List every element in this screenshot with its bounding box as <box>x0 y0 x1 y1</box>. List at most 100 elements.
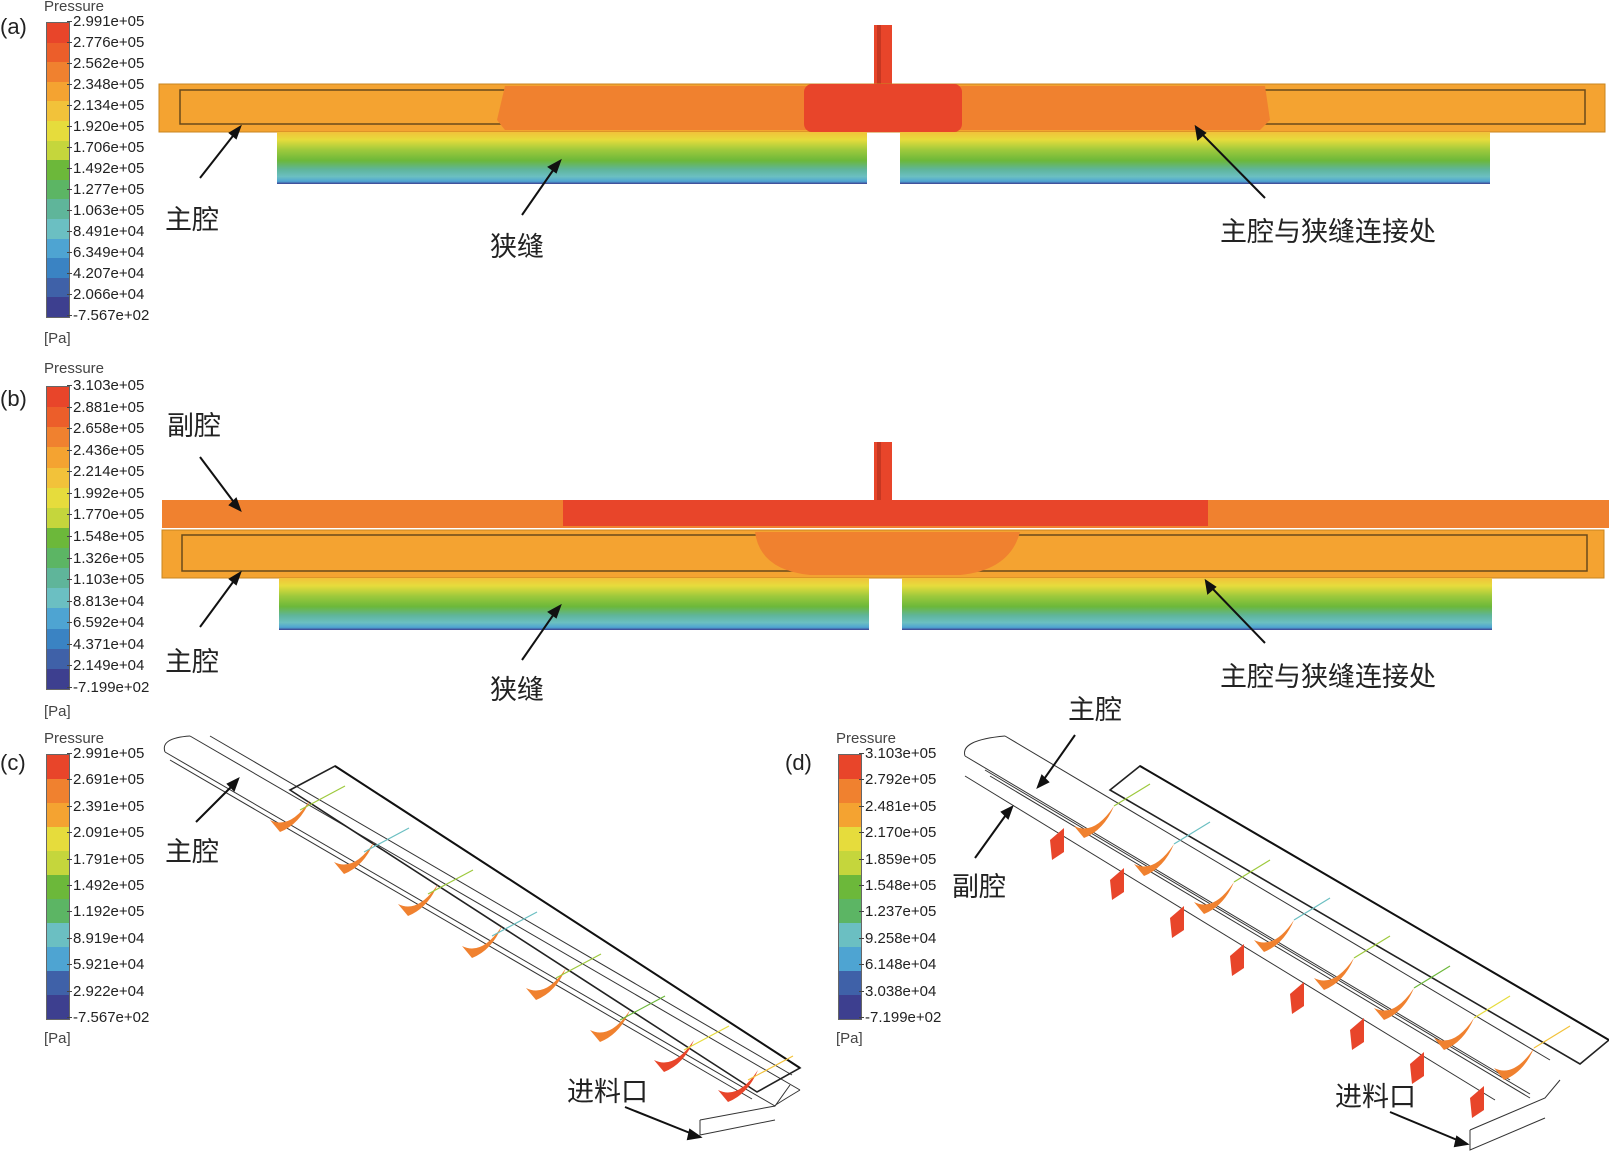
legend-tick-label: 1.791e+05 <box>66 850 145 868</box>
legend-tick-label: 2.091e+05 <box>66 824 145 842</box>
panel-a-contour-plot <box>158 25 1606 216</box>
colorbar-band <box>839 827 861 851</box>
legend-tick-label: 2.562e+05 <box>66 55 145 72</box>
legend-tick-label: 2.691e+05 <box>66 771 145 789</box>
legend-tick-label: 2.991e+05 <box>66 745 145 762</box>
legend-tick-label: 2.922e+04 <box>66 982 145 1000</box>
colorbar-band <box>47 427 69 448</box>
legend-tick-label: 1.548e+05 <box>858 877 937 894</box>
legend-tick-label: -7.567e+02 <box>66 1009 150 1026</box>
colorbar-band <box>47 851 69 875</box>
legend-tick-label: 1.277e+05 <box>66 181 145 198</box>
colorbar-band <box>47 608 69 629</box>
legend-tick-label: 1.859e+05 <box>858 850 937 868</box>
panel-d-tag: (d) <box>785 750 812 775</box>
colorbar-band <box>47 827 69 851</box>
colorbar-band <box>47 995 69 1019</box>
legend-tick-label: 6.148e+04 <box>858 956 937 974</box>
panel-a-slot-right <box>900 132 1490 184</box>
colorbar-band <box>47 447 69 468</box>
legend-tick-label: -7.199e+02 <box>66 679 150 696</box>
legend-tick-label: 2.066e+04 <box>66 286 145 303</box>
panel-b-label-slot: 狭缝 <box>490 675 544 706</box>
panel-c-contour-fins <box>270 800 758 1102</box>
panel-b-label-junction: 主腔与狭缝连接处 <box>1220 662 1436 693</box>
panel-b-colorbar <box>46 386 70 690</box>
colorbar-band <box>47 258 69 278</box>
legend-tick-label: 1.192e+05 <box>66 903 145 921</box>
legend-tick-label: 2.436e+05 <box>66 441 145 459</box>
colorbar-band <box>47 42 69 63</box>
legend-tick-label: 1.992e+05 <box>66 484 145 502</box>
legend-tick-label: 2.658e+05 <box>66 420 145 438</box>
legend-tick-label: 2.391e+05 <box>66 797 145 815</box>
panel-a-label-slot: 狭缝 <box>490 232 544 263</box>
legend-tick-label: 1.548e+05 <box>66 528 145 545</box>
legend-tick-label: 2.214e+05 <box>66 463 145 481</box>
colorbar-band <box>839 971 861 995</box>
legend-tick-label: 1.326e+05 <box>66 549 145 567</box>
colorbar-band <box>47 179 69 200</box>
colorbar-band <box>47 199 69 219</box>
legend-tick-label: 8.919e+04 <box>66 929 145 947</box>
colorbar-band <box>47 23 69 43</box>
legend-tick-label: 6.592e+04 <box>66 614 145 632</box>
colorbar-band <box>47 387 69 408</box>
colorbar-band <box>47 218 69 239</box>
colorbar-band <box>47 277 69 298</box>
colorbar-band <box>839 803 861 827</box>
legend-tick-label: 8.491e+04 <box>66 223 145 240</box>
colorbar-band <box>47 407 69 428</box>
panel-c-slot-lines <box>299 785 794 1081</box>
colorbar-band <box>47 487 69 508</box>
panel-b-contour-plot <box>161 442 1609 661</box>
legend-tick-label: 2.792e+05 <box>858 771 937 789</box>
panel-d-label-sub-cavity: 副腔 <box>952 872 1006 903</box>
panel-b-label-sub-cavity: 副腔 <box>167 411 221 442</box>
legend-tick-label: 6.349e+04 <box>66 244 145 261</box>
colorbar-band <box>47 755 69 779</box>
panel-d-main-fins <box>1074 806 1534 1080</box>
legend-tick-label: 1.492e+05 <box>66 160 145 177</box>
colorbar-band <box>47 62 69 82</box>
colorbar-band <box>47 160 69 180</box>
panel-c-colorbar <box>46 754 70 1020</box>
legend-tick-label: 8.813e+04 <box>66 592 145 610</box>
colorbar-band <box>47 527 69 548</box>
panel-b-slot-left <box>279 578 869 630</box>
colorbar-band <box>47 971 69 995</box>
colorbar-band <box>47 238 69 259</box>
panel-d-legend-unit: [Pa] <box>836 1030 863 1047</box>
panel-c-legend-title: Pressure <box>44 730 105 747</box>
legend-tick-label: 2.134e+05 <box>66 97 145 114</box>
colorbar-band <box>47 548 69 569</box>
panel-c-label-inlet: 进料口 <box>567 1077 648 1108</box>
legend-tick-label: -7.567e+02 <box>66 307 150 324</box>
colorbar-band <box>47 297 69 317</box>
legend-tick-label: -7.199e+02 <box>858 1009 942 1026</box>
colorbar-band <box>47 81 69 102</box>
legend-tick-label: 1.237e+05 <box>858 903 937 921</box>
colorbar-band <box>839 755 861 779</box>
panel-a-tag: (a) <box>0 14 27 39</box>
colorbar-band <box>839 995 861 1019</box>
legend-tick-label: 1.706e+05 <box>66 139 145 156</box>
legend-tick-label: 4.371e+04 <box>66 635 145 653</box>
panel-b-legend-title: Pressure <box>44 360 105 377</box>
legend-tick-label: 1.770e+05 <box>66 506 145 524</box>
legend-tick-label: 5.921e+04 <box>66 956 145 974</box>
legend-tick-label: 2.149e+04 <box>66 657 145 675</box>
legend-tick-label: 1.920e+05 <box>66 118 145 135</box>
colorbar-band <box>839 899 861 923</box>
colorbar-band <box>47 467 69 488</box>
colorbar-band <box>47 947 69 971</box>
panel-a-slot-left <box>277 132 867 184</box>
panel-c-legend-unit: [Pa] <box>44 1030 71 1047</box>
legend-tick-label: 1.063e+05 <box>66 202 145 219</box>
panel-c-tag: (c) <box>0 750 26 775</box>
legend-tick-label: 2.481e+05 <box>858 797 937 815</box>
colorbar-band <box>47 803 69 827</box>
colorbar-band <box>47 120 69 141</box>
legend-tick-label: 3.103e+05 <box>858 745 937 762</box>
